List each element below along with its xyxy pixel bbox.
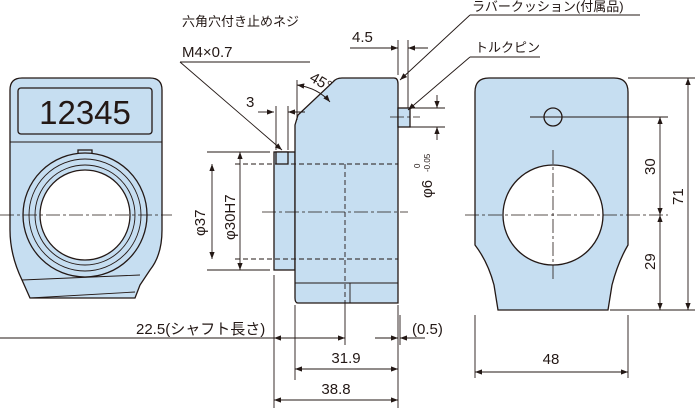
dim-gap: (0.5) <box>412 321 443 338</box>
dimension-lines <box>0 14 691 408</box>
dim-pin-dia: φ6 <box>419 180 436 198</box>
dim-width: 48 <box>543 351 560 368</box>
dim-pin-tol-lower: -0.05 <box>423 153 432 172</box>
torque-pin-label: トルクピン <box>475 40 540 55</box>
side-view <box>235 77 420 304</box>
hex-screw-size-label: M4×0.7 <box>182 44 232 61</box>
dim-shaft-length: 22.5(シャフト長さ) <box>136 321 265 338</box>
rubber-cushion-label: ラバークッション(付属品) <box>472 0 624 14</box>
dim-pin-offset: 4.5 <box>352 29 373 46</box>
dim-height-total: 71 <box>670 188 687 205</box>
dim-bore-dia: φ30H7 <box>222 194 239 240</box>
counter-window <box>17 87 153 135</box>
dim-outer-dia: φ37 <box>192 210 209 236</box>
front-view: 12345 <box>0 77 172 299</box>
set-screw <box>275 151 289 165</box>
rear-view <box>465 77 695 311</box>
dim-pin-tol-upper: 0 <box>413 163 422 168</box>
dim-height-lower: 29 <box>642 253 659 270</box>
torque-pin <box>397 107 411 128</box>
dim-height-upper: 30 <box>642 158 659 175</box>
dim-depth-b: 38.8 <box>321 381 350 398</box>
side-body <box>294 77 399 304</box>
hex-screw-label: 六角穴付き止めネジ <box>182 14 299 29</box>
counter-display: 12345 <box>39 94 131 131</box>
flange <box>273 151 296 271</box>
dim-depth-a: 31.9 <box>331 350 360 367</box>
dim-flange-width: 3 <box>246 94 254 111</box>
